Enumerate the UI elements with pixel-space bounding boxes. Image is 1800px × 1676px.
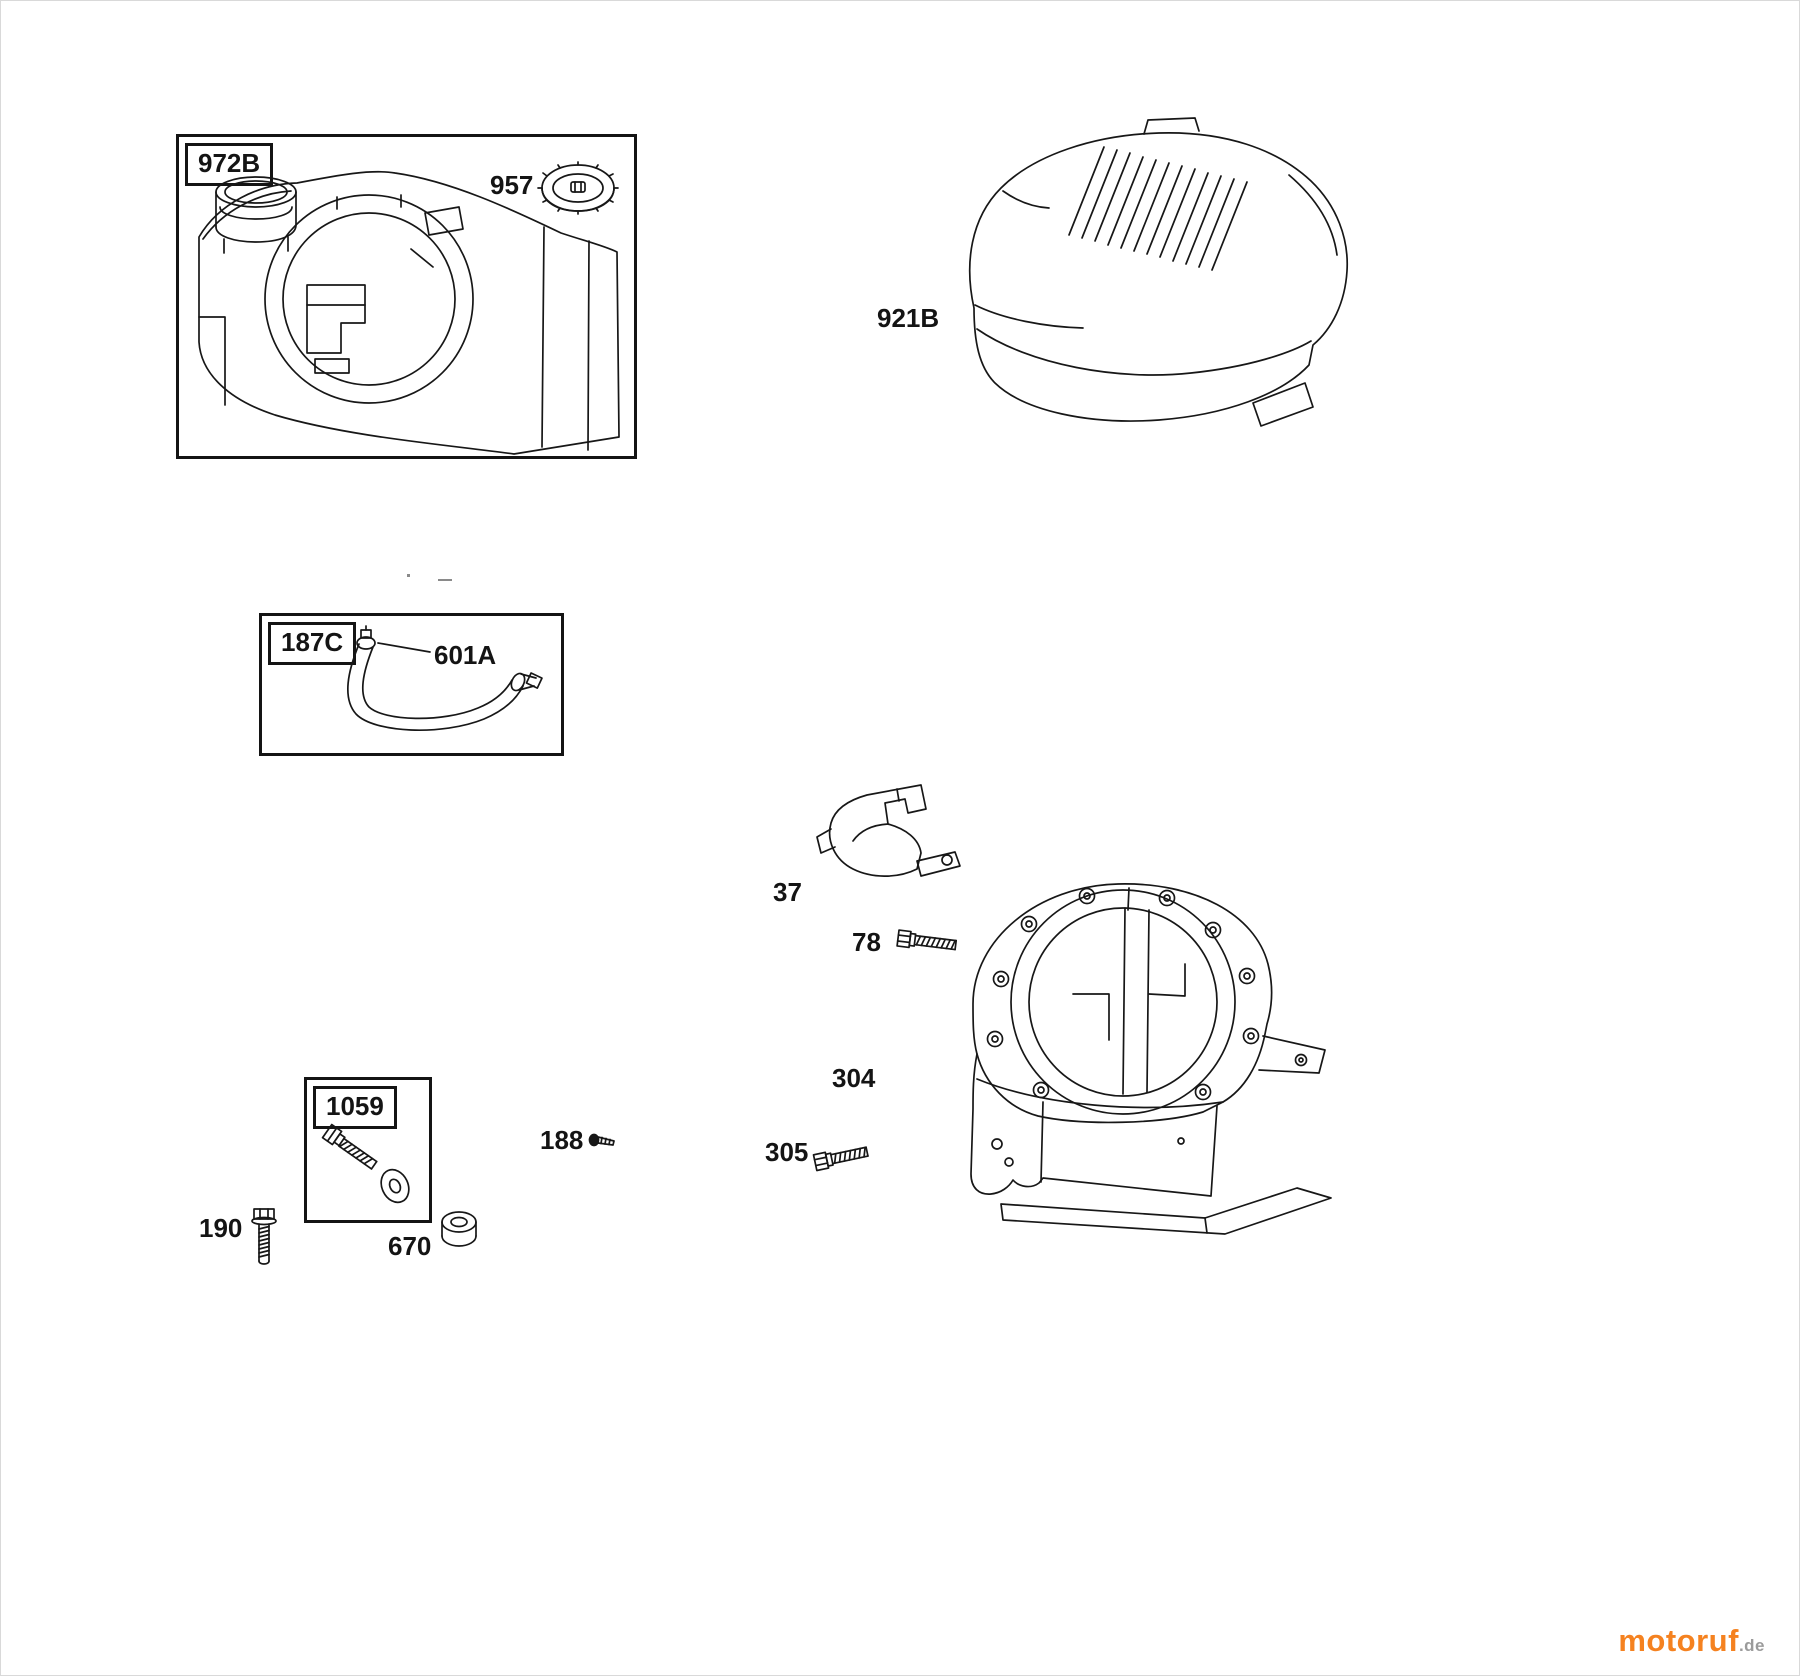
hardware-group-box: 1059 <box>304 1077 432 1223</box>
part-label-37: 37 <box>773 877 802 907</box>
fuel-cap-drawing <box>537 161 619 215</box>
screw-188-drawing <box>588 1133 615 1147</box>
motoruf-watermark-link[interactable]: motoruf.de <box>1618 1623 1765 1659</box>
part-label-305: 305 <box>765 1137 809 1167</box>
fuel-line-drawing <box>347 625 543 731</box>
part-label-670: 670 <box>388 1231 432 1261</box>
fuel-tank-drawing <box>198 170 620 455</box>
part-label-921B: 921B <box>877 303 940 333</box>
watermark-tld-text: .de <box>1738 1636 1765 1655</box>
part-label-190: 190 <box>199 1213 243 1243</box>
screw-78-drawing <box>896 929 958 951</box>
part-label-957: 957 <box>490 170 534 200</box>
part-label-304: 304 <box>832 1063 876 1093</box>
part-label-1059: 1059 <box>313 1086 397 1129</box>
fuel-line-group-box: 187C 601A <box>259 613 564 756</box>
part-label-187C: 187C <box>268 622 357 665</box>
bolt-190-drawing <box>251 1208 277 1265</box>
screw-washer-drawing <box>321 1123 410 1204</box>
part-label-601A: 601A <box>434 640 497 670</box>
part-label-78: 78 <box>852 927 881 957</box>
baffle-drawing <box>816 784 961 877</box>
watermark-brand-text: motoruf <box>1618 1623 1739 1658</box>
blower-cover-drawing <box>968 117 1349 427</box>
blower-housing-drawing <box>970 883 1332 1235</box>
spacer-670-drawing <box>441 1211 477 1247</box>
scan-artifact-dash <box>438 579 452 581</box>
part-label-188: 188 <box>540 1125 584 1155</box>
part-label-972B: 972B <box>185 143 274 186</box>
screw-305-drawing <box>812 1146 869 1172</box>
fuel-tank-group-box: 972B <box>176 134 637 459</box>
scan-artifact-dot <box>407 574 410 577</box>
